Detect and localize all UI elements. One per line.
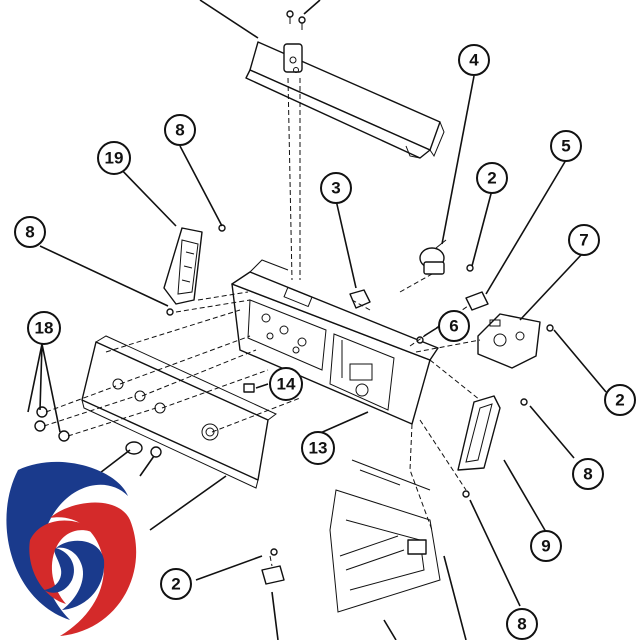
svg-text:5: 5 <box>561 137 570 156</box>
callout-14: 14 <box>269 367 303 401</box>
callout-3: 3 <box>320 172 352 204</box>
svg-text:2: 2 <box>615 391 624 410</box>
callout-2-upper: 2 <box>476 162 508 194</box>
leader-lines <box>27 75 607 640</box>
base-assembly <box>261 459 441 613</box>
clip-14 <box>243 383 255 393</box>
svg-text:14: 14 <box>277 375 296 394</box>
knobs-18 <box>34 406 70 442</box>
callout-6: 6 <box>438 310 470 342</box>
svg-text:19: 19 <box>105 149 124 168</box>
screw-2-top <box>466 264 474 272</box>
svg-text:2: 2 <box>171 575 180 594</box>
callout-8-upper: 8 <box>164 114 196 146</box>
svg-text:2: 2 <box>487 169 496 188</box>
console-top-cover <box>245 10 445 159</box>
callout-8-right: 8 <box>572 458 604 490</box>
switch-5 <box>465 291 489 311</box>
callout-19: 19 <box>97 141 131 175</box>
brand-logo <box>6 461 137 636</box>
callout-2-right: 2 <box>604 384 636 416</box>
callout-2-lower: 2 <box>160 568 192 600</box>
svg-text:8: 8 <box>175 121 184 140</box>
callout-4: 4 <box>458 44 490 76</box>
console-main-panel <box>231 259 439 425</box>
svg-text:6: 6 <box>449 317 458 336</box>
svg-text:8: 8 <box>583 465 592 484</box>
svg-text:18: 18 <box>35 319 54 338</box>
svg-text:3: 3 <box>331 179 340 198</box>
front-control-panel <box>81 335 277 489</box>
screw-6 <box>416 336 424 344</box>
left-end-cap <box>163 224 226 316</box>
callout-13: 13 <box>301 431 335 465</box>
timer-7 <box>477 313 554 369</box>
callout-7: 7 <box>568 224 600 256</box>
svg-text:8: 8 <box>517 615 526 634</box>
knob-bottom <box>125 441 162 458</box>
callout-8-left: 8 <box>14 216 46 248</box>
svg-text:7: 7 <box>579 231 588 250</box>
callout-9: 9 <box>530 530 562 562</box>
svg-text:13: 13 <box>309 439 328 458</box>
svg-text:4: 4 <box>469 51 479 70</box>
switch-3 <box>349 289 371 309</box>
callout-5: 5 <box>550 130 582 162</box>
pressure-switch-4 <box>419 239 447 275</box>
right-end-cap <box>457 395 528 498</box>
svg-text:8: 8 <box>25 223 34 242</box>
callout-8-lower: 8 <box>506 608 538 640</box>
svg-text:9: 9 <box>541 537 550 556</box>
callout-18: 18 <box>27 311 61 345</box>
